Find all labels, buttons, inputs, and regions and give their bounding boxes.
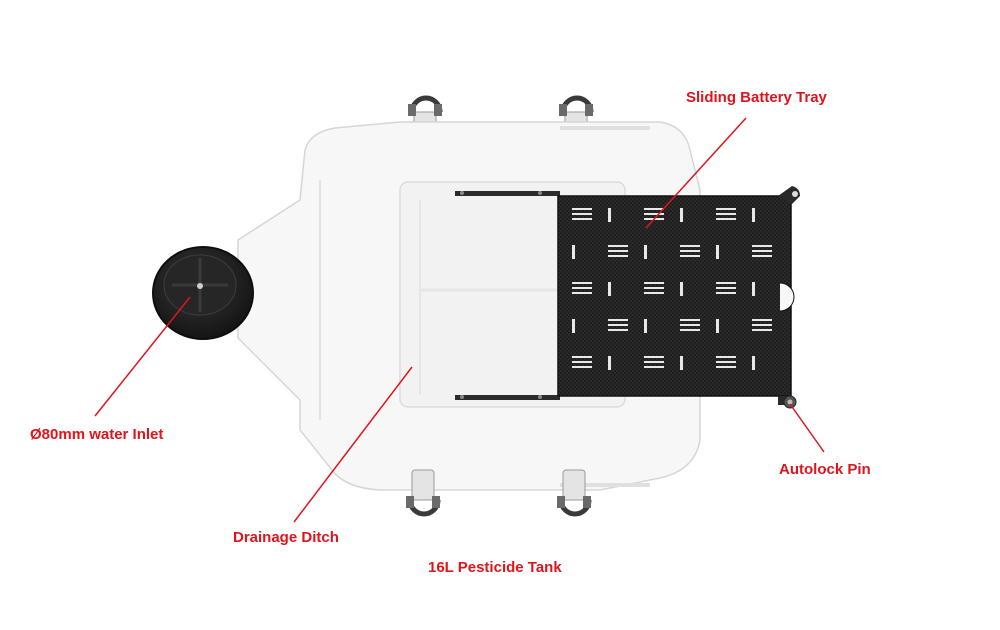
vent-slot (644, 292, 664, 294)
vent-slot (608, 250, 628, 252)
vent-slot (644, 245, 647, 259)
vent-slot (680, 245, 700, 247)
vent-slot (572, 218, 592, 220)
vent-slot (608, 255, 628, 257)
vent-slot (716, 282, 736, 284)
vent-slot (572, 213, 592, 215)
vent-slot (680, 255, 700, 257)
vent-slot (644, 356, 664, 358)
vent-slot (752, 319, 772, 321)
diagram-caption: 16L Pesticide Tank (428, 559, 562, 576)
vent-slot (680, 208, 683, 222)
vent-slot (752, 324, 772, 326)
vent-slot (752, 329, 772, 331)
vent-slot (716, 208, 736, 210)
autolock-pin (784, 396, 796, 408)
ditch-label: Drainage Ditch (233, 529, 339, 546)
vent-slot (572, 361, 592, 363)
vent-slot (644, 361, 664, 363)
vent-slot (716, 245, 719, 259)
inlet-leader-line (95, 297, 190, 416)
vent-slot (572, 245, 575, 259)
vent-slot (716, 361, 736, 363)
vent-slot (644, 208, 664, 210)
vent-slot (716, 366, 736, 368)
vent-slot (644, 282, 664, 284)
vent-slot (608, 282, 611, 296)
vent-slot (716, 218, 736, 220)
vent-slot (680, 250, 700, 252)
vent-slot (644, 319, 647, 333)
sliding-battery-tray (558, 186, 800, 405)
vent-slot (572, 356, 592, 358)
vent-slot (752, 208, 755, 222)
tray-label: Sliding Battery Tray (686, 89, 827, 106)
vent-slot (608, 245, 628, 247)
vent-slot (644, 213, 664, 215)
vent-slot (680, 356, 683, 370)
vent-slot (752, 282, 755, 296)
vent-slot (572, 208, 592, 210)
vent-slot (608, 208, 611, 222)
vent-slot (644, 287, 664, 289)
vent-slot (572, 287, 592, 289)
vent-slot (752, 356, 755, 370)
vent-slot (572, 282, 592, 284)
vent-slot (680, 324, 700, 326)
vent-slot (680, 329, 700, 331)
vent-slot (716, 287, 736, 289)
vent-slot (572, 292, 592, 294)
vent-slot (608, 329, 628, 331)
vent-slot (572, 366, 592, 368)
pin-leader-line (790, 404, 824, 452)
vent-slot (716, 292, 736, 294)
vent-slot (644, 366, 664, 368)
vent-slot (680, 282, 683, 296)
vent-slot (608, 356, 611, 370)
vent-slot (572, 319, 575, 333)
vent-slot (752, 245, 772, 247)
vent-slot (752, 255, 772, 257)
vent-slot (716, 319, 719, 333)
vent-slot (680, 319, 700, 321)
vent-slot (716, 213, 736, 215)
pin-label: Autolock Pin (779, 461, 871, 478)
vent-slot (608, 324, 628, 326)
vent-slot (752, 250, 772, 252)
vent-slot (716, 356, 736, 358)
vent-slot (608, 319, 628, 321)
inlet-label: Ø80mm water Inlet (30, 426, 163, 443)
